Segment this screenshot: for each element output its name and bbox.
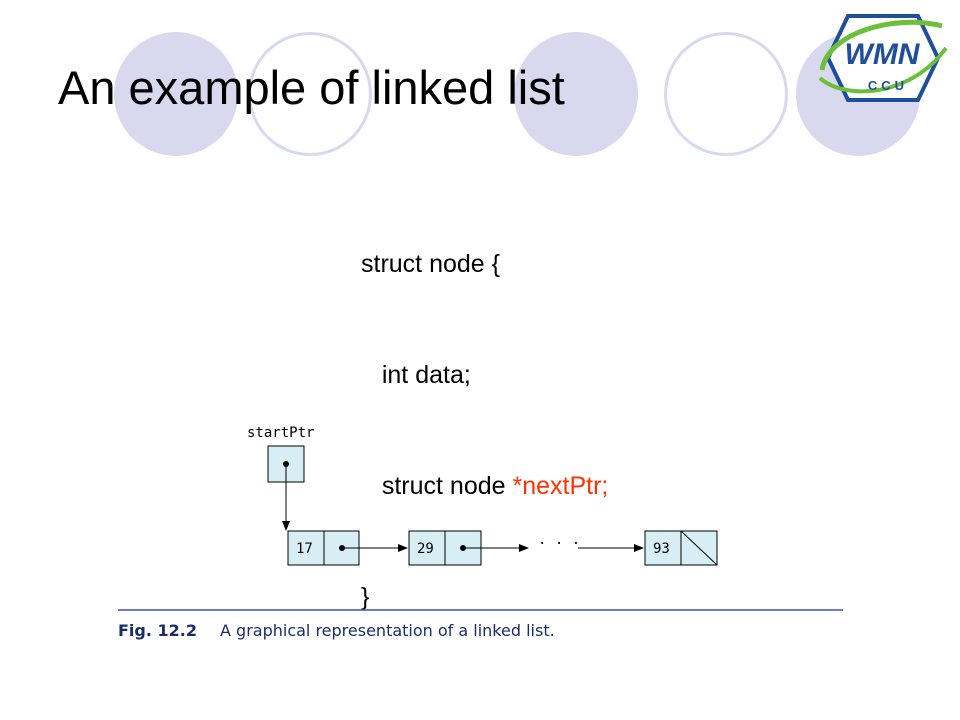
slide-title: An example of linked list	[58, 61, 565, 114]
code-line-3-prefix: struct node	[381, 472, 513, 500]
code-line-2: int data;	[361, 357, 608, 394]
caption-fig-number: Fig. 12.2	[118, 621, 197, 640]
null-slash	[680, 530, 718, 566]
code-line-3: struct node *nextPtr;	[361, 468, 609, 505]
node-3: 93	[644, 530, 718, 566]
decor-ring-2	[664, 32, 788, 156]
node-3-value: 93	[653, 541, 670, 557]
logo-text: WMN	[845, 38, 921, 71]
ellipsis: · · ·	[538, 536, 580, 552]
caption-text: A graphical representation of a linked l…	[220, 621, 555, 640]
code-line-1: struct node {	[361, 250, 500, 278]
code-line-2-text: int data;	[381, 361, 471, 389]
node-1-value: 17	[296, 541, 313, 557]
struct-code-block: struct node { int data; struct node *nex…	[361, 172, 608, 653]
wmn-logo: WMN CCU	[818, 14, 948, 102]
decor-circle-2	[514, 32, 638, 156]
start-ptr-label: startPtr	[247, 425, 314, 441]
node-2-value: 29	[417, 541, 434, 557]
decor-ring-1	[248, 32, 372, 156]
logo-subtext: CCU	[868, 78, 908, 93]
decor-circle-1	[114, 32, 238, 156]
node-3-data-cell	[644, 530, 682, 566]
code-next-pointer: *nextPtr;	[512, 472, 609, 500]
logo-swoosh-bottom	[818, 46, 948, 94]
logo-swoosh-top	[819, 19, 943, 71]
code-line-4: }	[361, 583, 370, 611]
node-2-data-cell	[408, 530, 446, 566]
